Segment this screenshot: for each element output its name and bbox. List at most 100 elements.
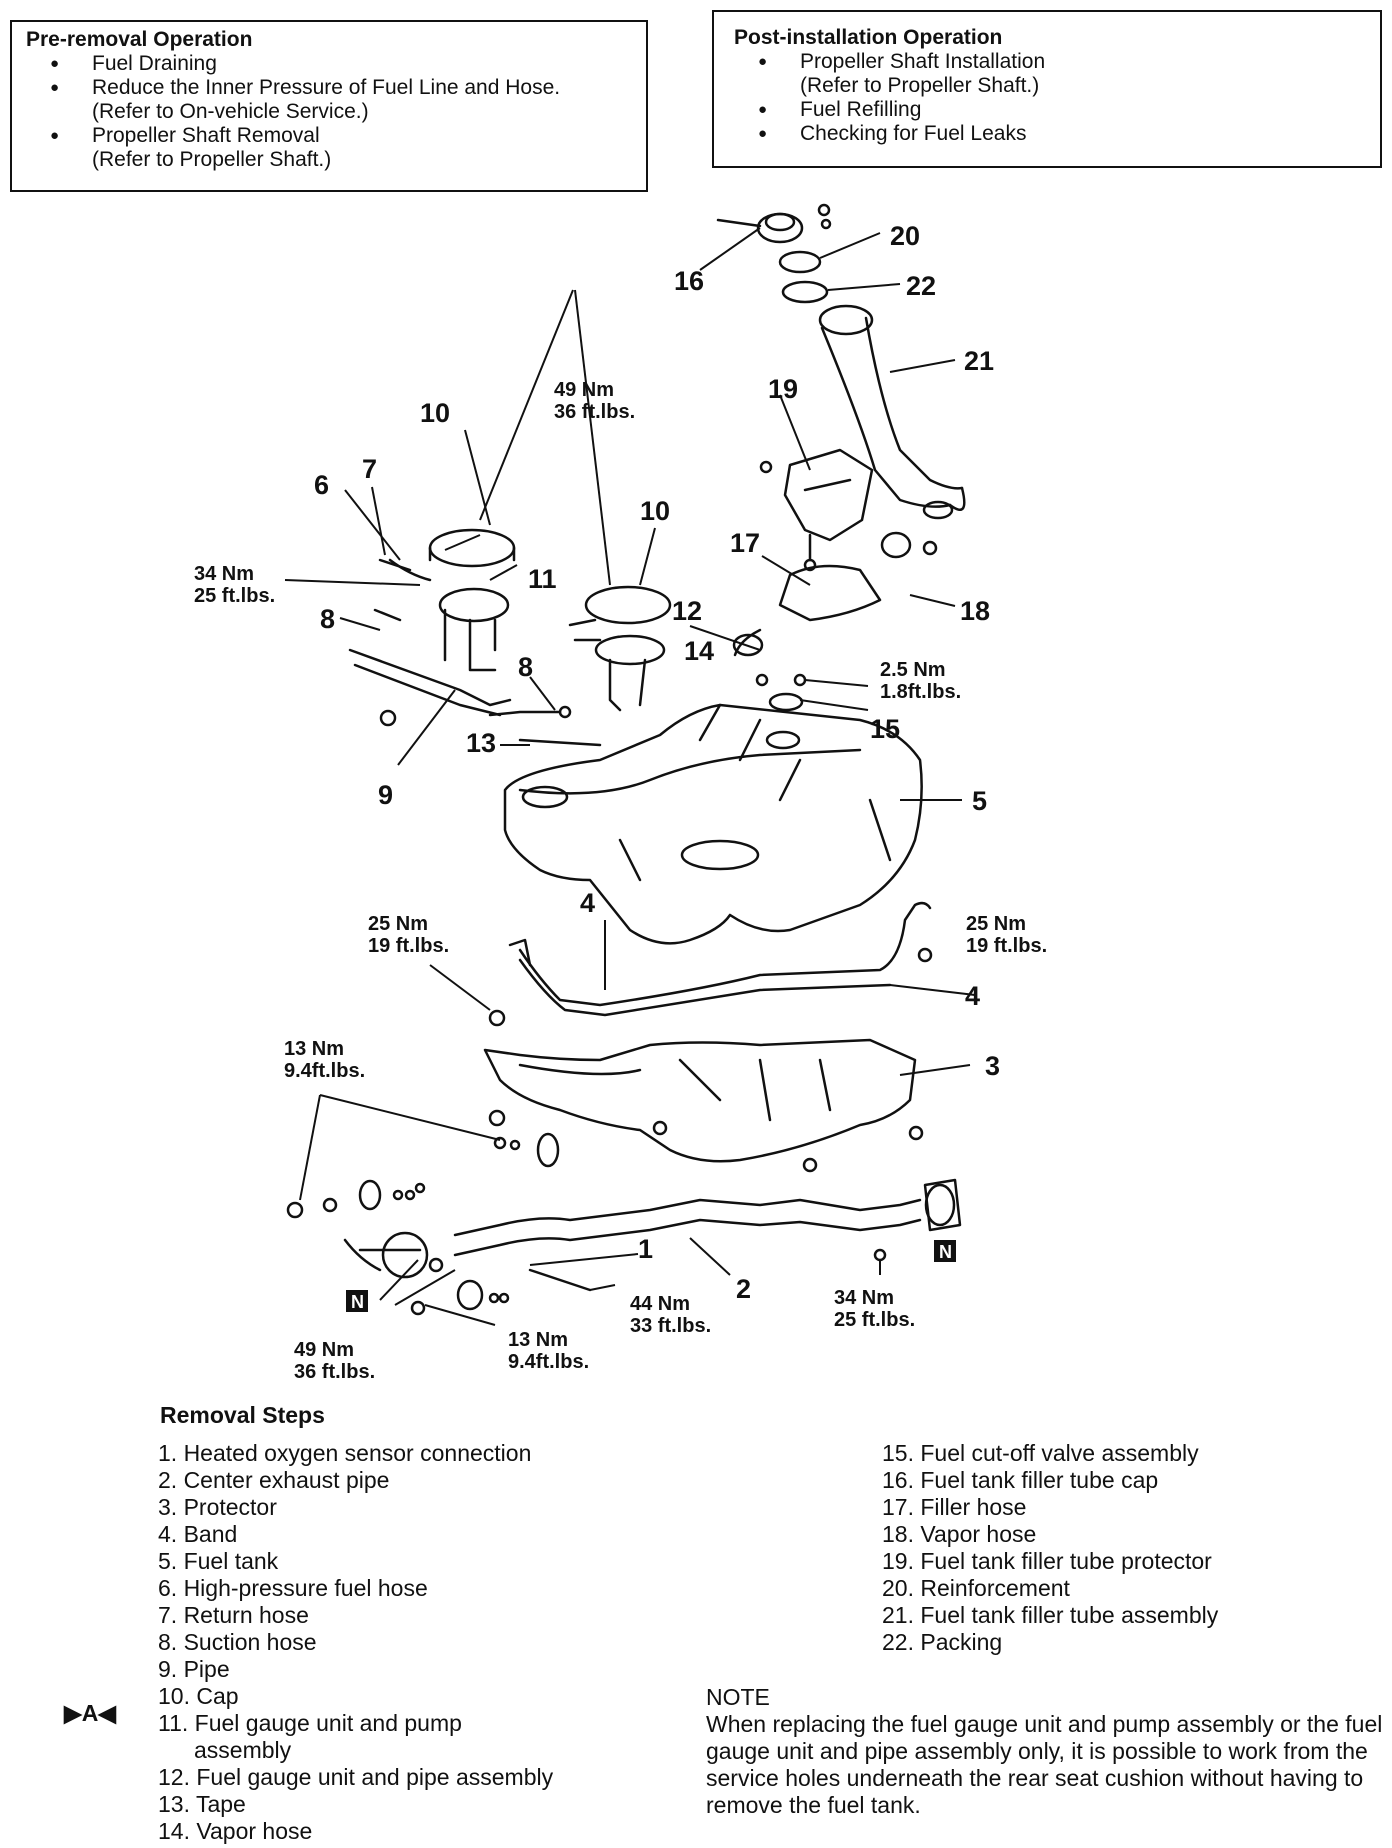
label-19: 19	[768, 374, 798, 404]
band-part	[488, 901, 933, 1027]
label-10b: 10	[640, 496, 670, 526]
label-1: 1	[638, 1234, 653, 1264]
pre-removal-title: Pre-removal Operation	[26, 28, 253, 51]
label-4b: 4	[965, 981, 980, 1011]
oxygen-sensor-part	[528, 1268, 592, 1292]
label-15: 15	[870, 714, 900, 744]
pipe-part	[348, 608, 572, 727]
fuel-pump-assembly-part	[378, 528, 516, 672]
post-installation-title: Post-installation Operation	[734, 26, 1003, 49]
post-installation-item-note: (Refer to Propeller Shaft.)	[800, 74, 1040, 97]
fuel-cut-off-valve-part	[755, 673, 807, 712]
exhaust-fasteners	[286, 1132, 887, 1316]
post-installation-item: Checking for Fuel Leaks	[734, 122, 1380, 146]
label-6: 6	[314, 470, 329, 500]
label-4a: 4	[580, 888, 595, 918]
pre-removal-item-note: (Refer to On-vehicle Service.)	[92, 100, 369, 123]
pre-removal-item: Fuel Draining	[26, 52, 646, 76]
center-exhaust-pipe-part	[343, 1178, 962, 1279]
protector-part	[483, 1038, 924, 1173]
removal-step: 9. Pipe	[158, 1656, 230, 1682]
post-installation-box: Post-installation Operation Propeller Sh…	[712, 10, 1382, 168]
label-3: 3	[985, 1051, 1000, 1081]
removal-step: 10. Cap	[158, 1683, 239, 1709]
label-7: 7	[362, 454, 377, 484]
fuel-gauge-pipe-assembly-part	[568, 585, 672, 712]
filler-tube-protector-part	[759, 448, 874, 572]
pre-removal-box: Pre-removal Operation Fuel Draining Redu…	[10, 20, 648, 192]
post-installation-item: Fuel Refilling	[734, 98, 1380, 122]
label-17: 17	[730, 528, 760, 558]
removal-step: 1. Heated oxygen sensor connection	[158, 1440, 532, 1466]
label-18: 18	[960, 596, 990, 626]
filler-hose-part	[732, 531, 938, 657]
removal-step: 3. Protector	[158, 1494, 277, 1520]
removal-step: 2. Center exhaust pipe	[158, 1467, 390, 1493]
removal-step: 15. Fuel cut-off valve assembly	[882, 1440, 1199, 1466]
pre-removal-item: Reduce the Inner Pressure of Fuel Line a…	[26, 76, 646, 100]
removal-step: 5. Fuel tank	[158, 1548, 279, 1574]
removal-step: 20. Reinforcement	[882, 1575, 1070, 1601]
removal-step-continued: assembly	[194, 1737, 292, 1763]
leader-lines	[284, 227, 976, 1326]
label-16: 16	[674, 266, 704, 296]
n-badge-left: N	[346, 1290, 368, 1312]
label-11: 11	[528, 564, 557, 594]
label-13: 13	[466, 728, 496, 758]
label-8b: 8	[518, 652, 533, 682]
removal-step: 4. Band	[158, 1521, 238, 1547]
removal-steps-title: Removal Steps	[160, 1402, 325, 1428]
reinforcement-part	[778, 250, 822, 274]
note-text: When replacing the fuel gauge unit and p…	[706, 1711, 1383, 1818]
removal-step: 22. Packing	[882, 1629, 1003, 1655]
fuel-tank-exploded-diagram: 16 20 22 21 19 17 18 15 14 5 4 3 4 10 10…	[194, 203, 1047, 1383]
packing-part	[781, 280, 829, 304]
label-10a: 10	[420, 398, 450, 428]
pre-removal-item: Propeller Shaft Removal	[26, 124, 646, 148]
n-badge-right: N	[934, 1240, 956, 1262]
removal-steps-left: 1. Heated oxygen sensor connection 2. Ce…	[158, 1440, 553, 1845]
removal-step: 18. Vapor hose	[882, 1521, 1037, 1547]
tape-part	[518, 738, 602, 747]
removal-step: 17. Filler hose	[882, 1494, 1027, 1520]
label-9: 9	[378, 780, 393, 810]
removal-step: 16. Fuel tank filler tube cap	[882, 1467, 1159, 1493]
fuel-tank-part	[503, 703, 923, 945]
removal-step: 8. Suction hose	[158, 1629, 317, 1655]
reference-marker-a: ▶A◀	[64, 1700, 116, 1726]
note-block: NOTE When replacing the fuel gauge unit …	[706, 1684, 1386, 1819]
removal-step: 14. Vapor hose	[158, 1818, 313, 1844]
label-22: 22	[906, 271, 936, 301]
svg-text:N: N	[939, 1242, 952, 1262]
note-title: NOTE	[706, 1684, 770, 1710]
label-20: 20	[890, 221, 920, 251]
svg-text:N: N	[351, 1292, 364, 1312]
label-14: 14	[684, 636, 714, 666]
label-8a: 8	[320, 604, 335, 634]
removal-steps-right: 15. Fuel cut-off valve assembly 16. Fuel…	[882, 1440, 1218, 1656]
filler-tube-part	[818, 304, 966, 520]
removal-step: 19. Fuel tank filler tube protector	[882, 1548, 1212, 1574]
label-21: 21	[964, 346, 994, 376]
pre-removal-item-note: (Refer to Propeller Shaft.)	[92, 148, 332, 171]
label-2: 2	[736, 1274, 751, 1304]
removal-step: 13. Tape	[158, 1791, 246, 1817]
filler-cap-part	[716, 203, 832, 244]
label-5: 5	[972, 786, 987, 816]
removal-step: 7. Return hose	[158, 1602, 309, 1628]
removal-step: 11. Fuel gauge unit and pump	[158, 1710, 462, 1736]
label-12: 12	[672, 596, 702, 626]
removal-step: 12. Fuel gauge unit and pipe assembly	[158, 1764, 554, 1790]
removal-step: 21. Fuel tank filler tube assembly	[882, 1602, 1219, 1628]
post-installation-item: Propeller Shaft Installation	[734, 50, 1380, 74]
removal-step: 6. High-pressure fuel hose	[158, 1575, 428, 1601]
